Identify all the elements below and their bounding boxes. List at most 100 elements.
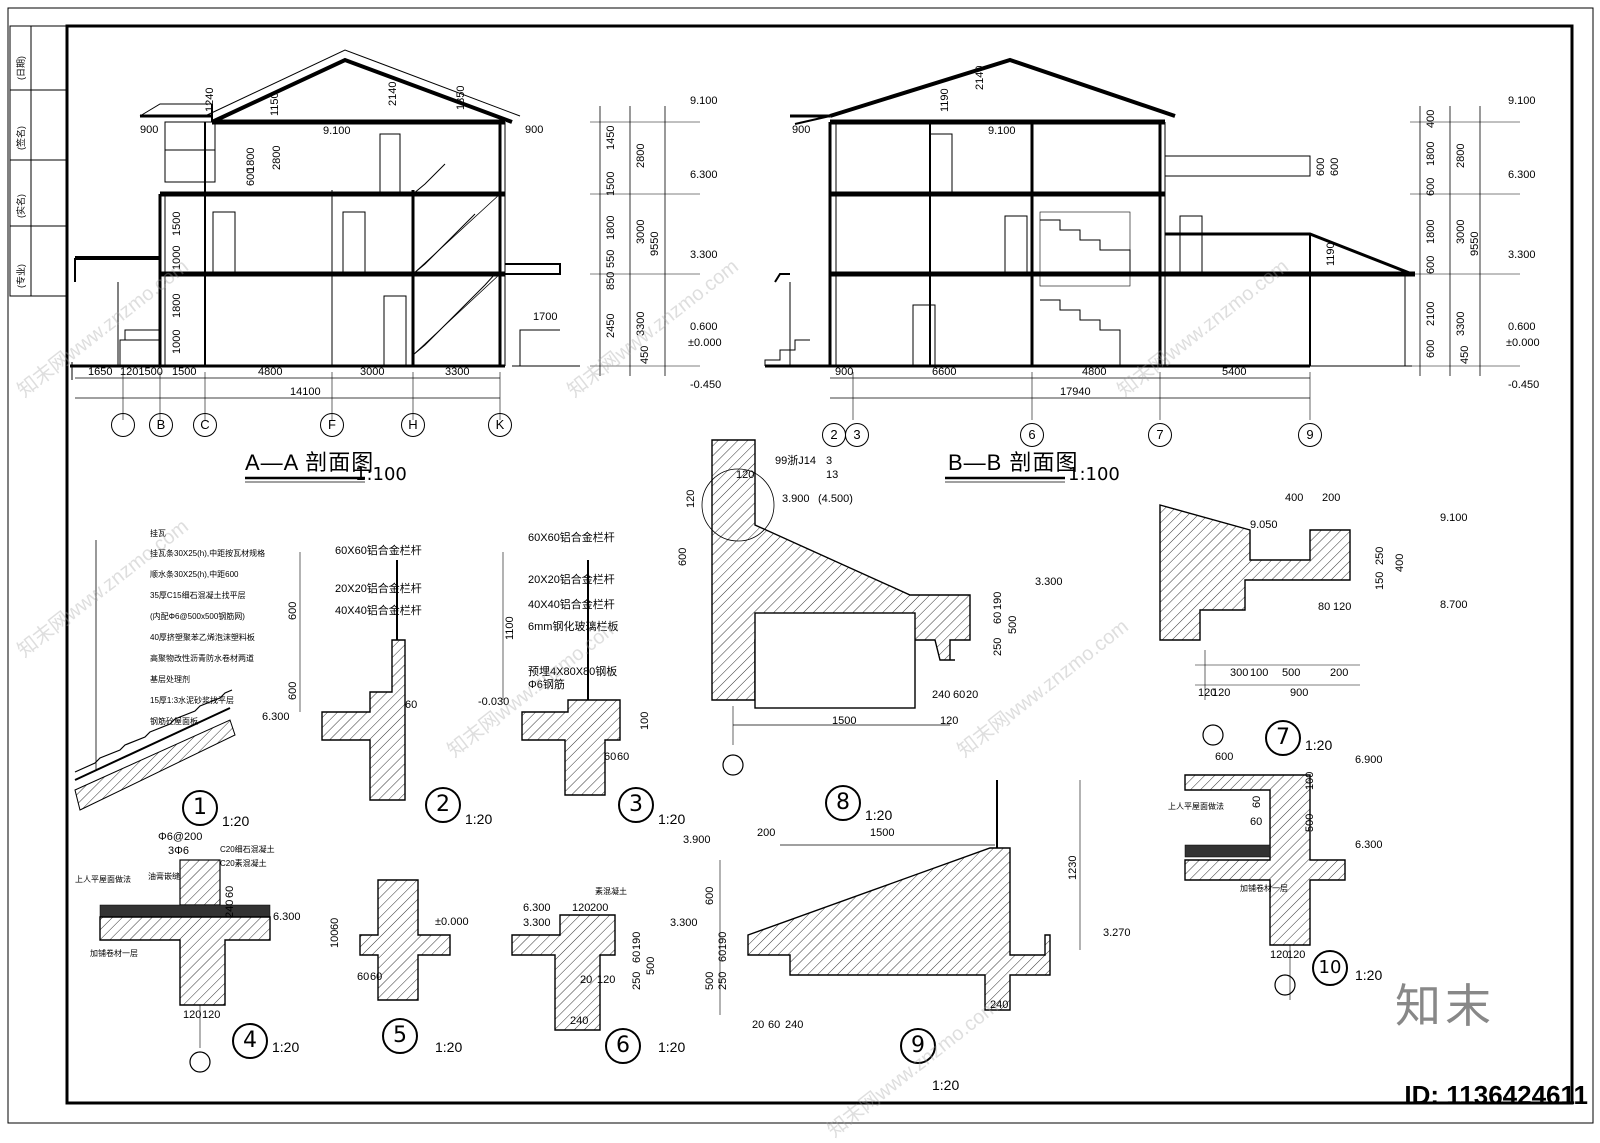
detail-4-drawing: [99, 859, 271, 1048]
bb-dim-4800: 4800: [1082, 366, 1107, 378]
d1-layer-7: 基层处理剂: [150, 675, 190, 684]
aa-step-1700: 1700: [533, 311, 558, 323]
bb-v-600b: 600: [1425, 255, 1437, 274]
aa-elev-minus: -0.450: [690, 379, 722, 391]
aa-v-1800: 1800: [605, 215, 617, 240]
d7-l4: 8.700: [1440, 599, 1468, 611]
aa-top-1350: 1350: [455, 85, 467, 110]
aa-v-9550: 9550: [649, 231, 661, 256]
detail-1-number: 1: [182, 790, 218, 826]
d6-l11: 240: [570, 1015, 589, 1027]
section-bb: [764, 57, 1520, 420]
sidebar-realname: (实名): [16, 194, 26, 218]
aa-dim-3000: 3000: [360, 366, 385, 378]
d2-l6: 60: [405, 699, 418, 711]
d7-l8: 80: [1318, 601, 1331, 613]
detail-10-scale: 1:20: [1355, 967, 1383, 983]
aa-left-2800: 2800: [271, 145, 283, 170]
section-aa-scale: 1:100: [355, 464, 407, 485]
d6-l6: 60: [631, 950, 643, 963]
detail-2-number: 2: [425, 787, 461, 823]
d9-l12: 60: [768, 1019, 781, 1031]
bb-v-3000: 3000: [1455, 219, 1467, 244]
bb-elev-000: ±0.000: [1506, 337, 1540, 349]
bb-v-400: 400: [1425, 109, 1437, 128]
bb-elev-3300: 3.300: [1508, 249, 1536, 261]
section-bb-scale: 1:100: [1068, 464, 1120, 485]
axis-bb-7: 7: [1148, 423, 1172, 447]
d8-l14: 60: [953, 689, 966, 701]
bb-dim-total: 17940: [1060, 386, 1091, 398]
aa-top-1150: 1150: [269, 92, 281, 116]
d2-l0: 60X60铝合金栏杆: [335, 545, 422, 557]
bb-v-600c: 600: [1425, 339, 1437, 358]
bb-v-600: 600: [1425, 177, 1437, 196]
d6-l0: 6.300: [523, 902, 551, 914]
bb-v-450: 450: [1459, 345, 1471, 364]
d6-l4: 素混凝土: [595, 887, 627, 896]
d8-l17: 120: [940, 715, 959, 727]
detail-8-number: 8: [825, 785, 861, 821]
d5-l0: ±0.000: [435, 916, 469, 928]
aa-top-900a: 900: [140, 124, 159, 136]
d8-l15: 20: [966, 689, 979, 701]
d4-l11: 120: [202, 1009, 221, 1021]
detail-10-number: 10: [1312, 950, 1348, 986]
axis-aa-b: B: [149, 413, 173, 437]
d8-l5: (4.500): [818, 493, 853, 505]
d3-l9: 60: [617, 751, 630, 763]
watermark-brand: 知末: [1395, 980, 1495, 1032]
detail-3-number: 3: [618, 787, 654, 823]
bb-dim-900: 900: [835, 366, 854, 378]
d5-l2: 60: [329, 917, 341, 930]
d3-l6: 1100: [504, 616, 516, 640]
aa-top-900b: 900: [525, 124, 544, 136]
d10-l2: 60: [1251, 795, 1263, 808]
d4-l5: 油膏嵌缝: [148, 872, 180, 881]
detail-7-scale: 1:20: [1305, 737, 1333, 753]
section-aa: [70, 49, 700, 420]
d8-l3: 120: [736, 469, 755, 481]
d8-l8: 3.300: [1035, 576, 1063, 588]
d7-l10: 300: [1230, 667, 1249, 679]
bb-v-1800: 1800: [1425, 141, 1437, 166]
aa-dim-3300: 3300: [445, 366, 470, 378]
d6-l8: 500: [645, 956, 657, 975]
bb-dim-6600: 6600: [932, 366, 957, 378]
aa-v-3000: 3000: [635, 219, 647, 244]
d1-layer-6: 高聚物改性沥青防水卷材两道: [150, 654, 254, 663]
bb-top-1190: 1190: [939, 88, 951, 112]
d4-l0: Φ6@200: [158, 831, 203, 843]
d2-l5: 6.300: [262, 711, 290, 723]
d4-l1: 3Φ6: [168, 845, 190, 857]
detail-2-scale: 1:20: [465, 811, 493, 827]
axis-aa-k: K: [488, 413, 512, 437]
d10-l7: 上人平屋面做法: [1168, 802, 1224, 811]
d6-l3: 200: [590, 902, 609, 914]
axis-bb-2: 2: [822, 423, 846, 447]
d1-layer-5: 40厚挤塑聚苯乙烯泡沫塑料板: [150, 633, 255, 642]
detail-6-drawing: [511, 914, 616, 1031]
axis-bb-9: 9: [1298, 423, 1322, 447]
axis-aa-f: F: [320, 413, 344, 437]
aa-v-1450: 1450: [605, 125, 617, 150]
d3-l0: 60X60铝合金栏杆: [528, 532, 615, 544]
aa-dim-4800: 4800: [258, 366, 283, 378]
d9-l11: 20: [752, 1019, 765, 1031]
detail-6-number: 6: [605, 1028, 641, 1064]
d9-l7: 60: [717, 949, 729, 962]
detail-8-drawing: [701, 439, 971, 745]
detail-5-scale: 1:20: [435, 1039, 463, 1055]
d7-l15: 120: [1212, 687, 1231, 699]
d10-l1: 6.900: [1355, 754, 1383, 766]
d7-l5: 250: [1374, 546, 1386, 565]
aa-top-1240: 1240: [204, 87, 216, 112]
aa-v-1500: 1500: [605, 171, 617, 196]
sidebar-date: (日期): [16, 56, 26, 80]
d8-l2: 13: [826, 469, 839, 481]
title-underlines: [245, 476, 1065, 483]
d10-l9: 120: [1270, 949, 1289, 961]
d8-l0: 99浙J14: [775, 455, 816, 467]
d6-l7: 190: [631, 931, 643, 950]
d5-l4: 60: [370, 971, 383, 983]
